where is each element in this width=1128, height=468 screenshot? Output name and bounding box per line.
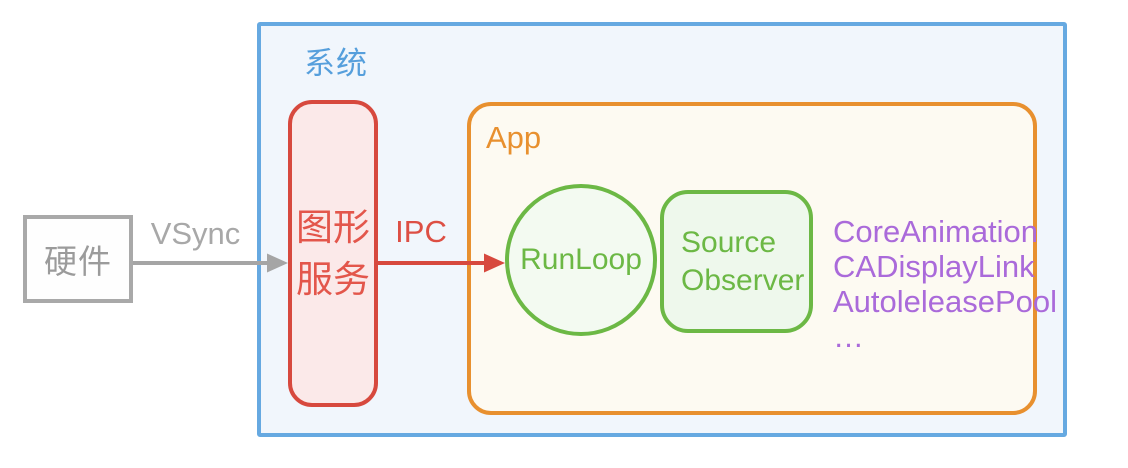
- app-label: App: [486, 120, 542, 155]
- runloop-label: RunLoop: [520, 243, 642, 276]
- frameworks-list: CoreAnimation CADisplayLink AutoleleaseP…: [833, 214, 1057, 354]
- source-observer-node: Source Observer: [660, 190, 813, 333]
- framework-item-cadisplaylink: CADisplayLink: [833, 249, 1035, 284]
- system-label: 系统: [304, 46, 368, 81]
- graphics-service-node: 图形 服务: [288, 100, 378, 407]
- runloop-node: RunLoop: [505, 184, 657, 336]
- ipc-edge-label: IPC: [395, 214, 447, 249]
- framework-item-autoreleasepool: AutoleleasePool: [833, 284, 1058, 319]
- hardware-node: 硬件: [23, 215, 133, 303]
- vsync-edge-label: VSync: [150, 216, 241, 251]
- framework-item-core-animation: CoreAnimation: [833, 214, 1039, 249]
- source-observer-label: Source Observer: [681, 225, 805, 297]
- graphics-service-label: 图形 服务: [296, 206, 370, 300]
- hardware-label: 硬件: [44, 243, 112, 280]
- framework-item-ellipsis: …: [833, 319, 864, 354]
